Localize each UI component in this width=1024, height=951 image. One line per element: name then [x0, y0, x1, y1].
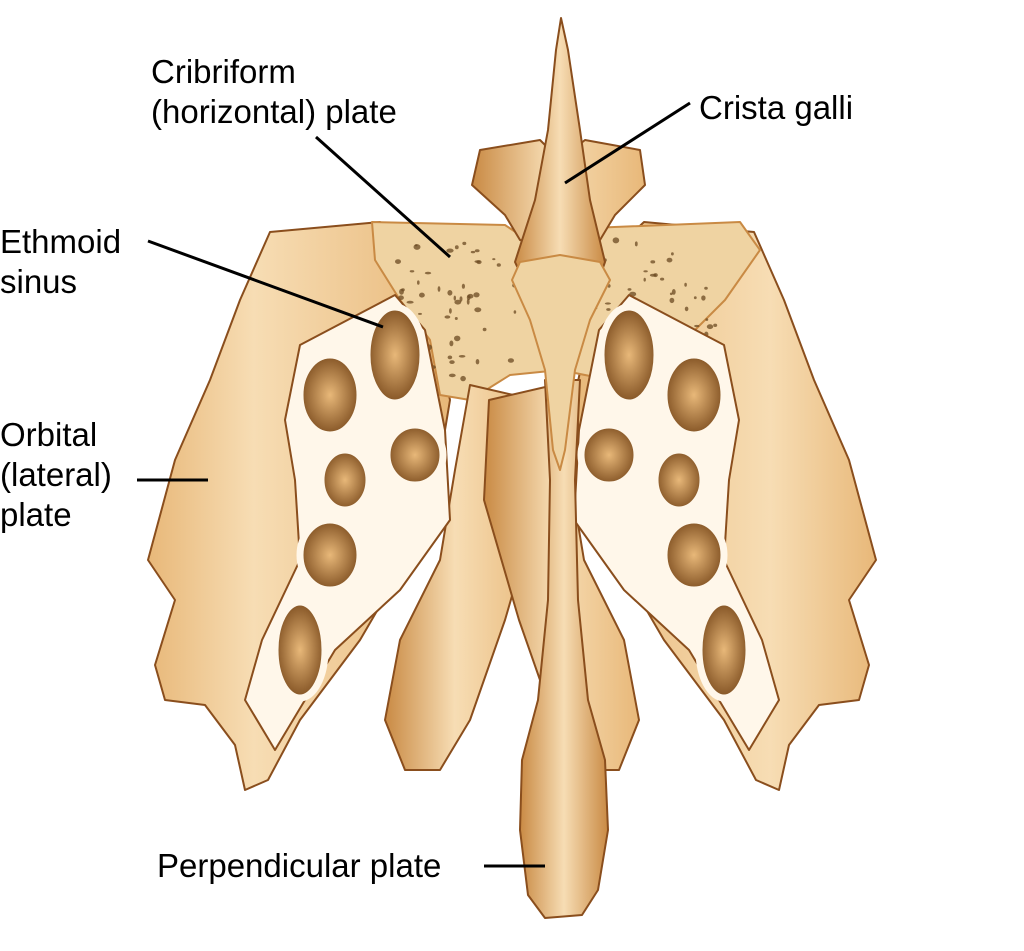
foramen — [409, 270, 415, 273]
orbital-plate-label-line3: plate — [0, 496, 72, 533]
foramen — [437, 286, 441, 292]
foramen — [424, 271, 432, 275]
foramen — [444, 315, 451, 319]
foramen — [650, 260, 656, 264]
leader-lines — [137, 101, 691, 868]
foramen — [604, 302, 612, 305]
foramen — [474, 260, 481, 263]
foramen — [470, 250, 476, 254]
foramen — [513, 310, 517, 314]
foramen — [447, 290, 453, 296]
foramen — [643, 270, 648, 273]
foramen — [453, 295, 456, 301]
foramen — [492, 258, 496, 261]
foramen — [418, 312, 422, 315]
ethmoid-sinus-leader — [147, 239, 384, 329]
foramen — [406, 300, 414, 304]
foramen — [693, 296, 697, 300]
left-ethmoid-labyrinth — [244, 294, 451, 751]
foramen — [669, 297, 675, 304]
foramen — [482, 327, 487, 332]
foramen — [460, 375, 466, 382]
foramen — [399, 288, 404, 295]
foramen — [474, 307, 482, 313]
perpendicular-plate — [519, 379, 609, 919]
foramen — [671, 289, 676, 295]
cribriform-foramina — [395, 237, 720, 382]
foramen — [496, 263, 501, 267]
foramen — [649, 273, 657, 277]
foramen — [705, 318, 709, 321]
foramen — [701, 295, 706, 301]
foramen — [467, 293, 474, 299]
foramen — [627, 288, 632, 291]
foramen — [666, 257, 673, 263]
orbital-plate-label: Orbital (lateral) plate — [0, 415, 112, 535]
crista-galli-label: Crista galli — [699, 89, 854, 126]
foramen — [606, 308, 611, 311]
foramen — [669, 292, 673, 296]
foramen — [466, 298, 470, 305]
foramen — [448, 373, 456, 378]
foramen — [706, 324, 714, 330]
foramen — [459, 296, 463, 302]
foramen — [660, 277, 665, 281]
crista-galli-leader — [564, 101, 691, 185]
foramen — [454, 299, 462, 305]
perpendicular-plate-label: Perpendicular plate — [157, 847, 442, 884]
foramen — [634, 241, 638, 247]
foramen — [454, 317, 458, 320]
crista-galli-base — [511, 254, 611, 471]
foramen — [462, 241, 467, 246]
foramen — [474, 249, 480, 253]
foramen — [454, 335, 461, 342]
foramen — [458, 355, 466, 358]
foramen — [449, 360, 455, 364]
foramen — [446, 248, 454, 253]
foramen — [461, 283, 465, 289]
foramen — [454, 245, 459, 250]
cribriform-label: Cribriform (horizontal) plate — [151, 52, 397, 132]
foramen — [419, 292, 425, 298]
foramen — [704, 286, 708, 290]
foramen — [449, 308, 452, 314]
foramen — [671, 252, 674, 256]
foramen — [507, 358, 514, 363]
foramen — [447, 355, 453, 360]
foramen — [473, 292, 480, 298]
ethmoid-sinus-label: Ethmoid sinus — [0, 222, 121, 302]
ethmoid-sinus-label-line1: Ethmoid — [0, 223, 122, 260]
cribriform-label-line2: (horizontal) plate — [151, 93, 397, 130]
foramen — [694, 324, 700, 328]
orbital-plate-label-line2: (lateral) — [0, 456, 112, 493]
foramen — [684, 282, 687, 287]
cribriform-leader — [314, 135, 452, 259]
cribriform-label-line1: Cribriform — [151, 53, 296, 90]
foramen — [713, 323, 718, 327]
right-ethmoid-labyrinth — [573, 294, 780, 751]
ethmoid-sinus-label-line2: sinus — [0, 263, 78, 300]
foramen — [612, 237, 620, 244]
foramen — [643, 277, 646, 282]
foramen — [417, 280, 420, 285]
foramen — [449, 340, 454, 347]
orbital-plate-label-line1: Orbital — [0, 416, 98, 453]
foramen — [684, 306, 689, 312]
foramen — [475, 359, 480, 365]
foramen — [395, 259, 401, 264]
foramen — [414, 244, 418, 247]
